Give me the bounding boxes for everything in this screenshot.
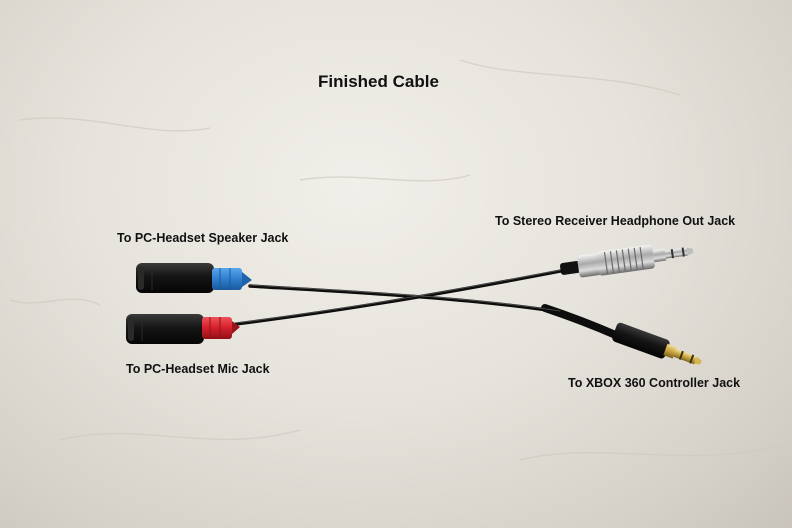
label-xbox-jack: To XBOX 360 Controller Jack — [568, 376, 741, 390]
speaker-cable — [248, 284, 562, 314]
stereo-out-plug — [559, 244, 694, 278]
mic-cable — [234, 268, 568, 326]
mic-jack-plug — [126, 314, 240, 344]
label-stereo-out: To Stereo Receiver Headphone Out Jack — [495, 214, 736, 228]
photo-title: Finished Cable — [318, 72, 439, 91]
cables — [234, 268, 622, 340]
xbox-plug — [612, 322, 702, 365]
xbox-cable-sleeve — [541, 304, 622, 340]
speaker-jack-plug — [136, 263, 252, 293]
label-speaker-jack: To PC-Headset Speaker Jack — [117, 231, 289, 245]
label-mic-jack: To PC-Headset Mic Jack — [126, 362, 270, 376]
background-creases — [9, 59, 781, 461]
